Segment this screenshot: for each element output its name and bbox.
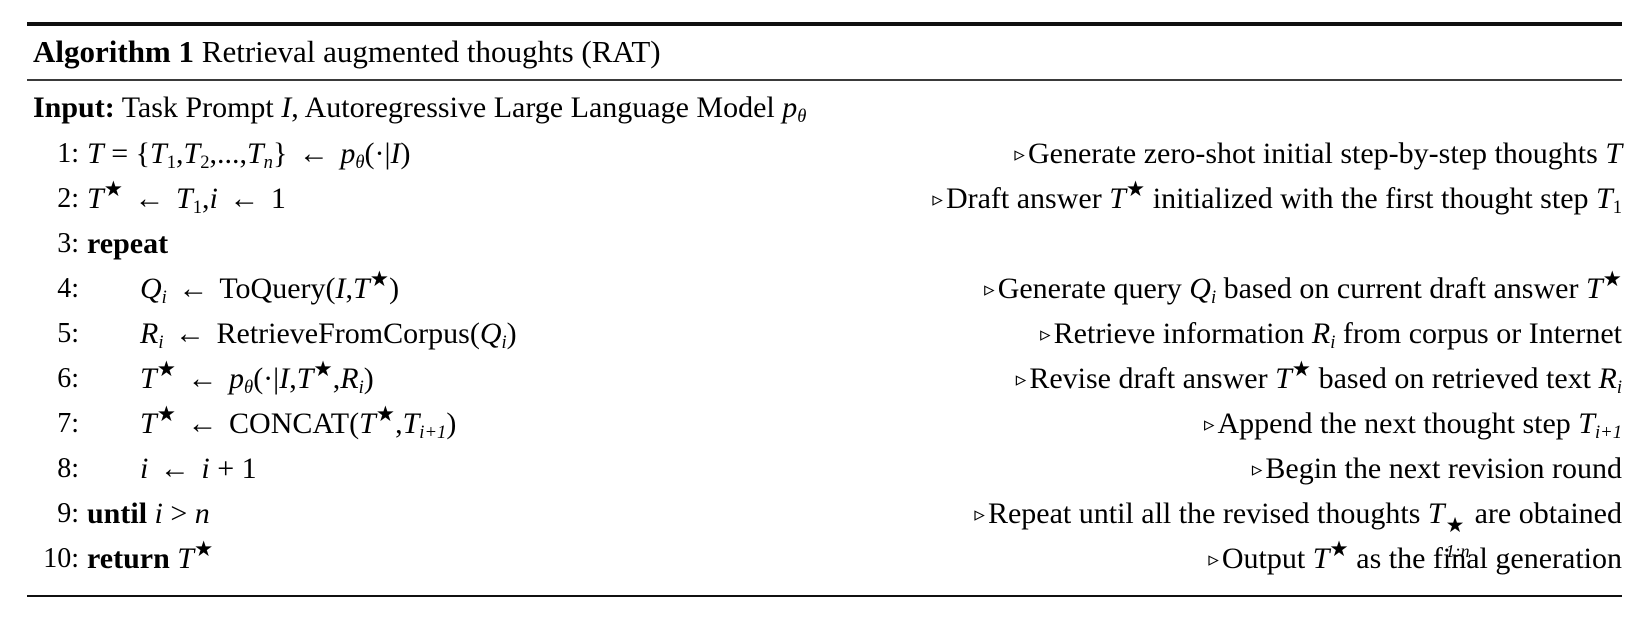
comment-triangle-icon: ▹ (974, 502, 985, 527)
comment-text: Generate query (997, 272, 1182, 305)
step-number: 4: (57, 273, 79, 304)
step-comment: ▹Repeat until all the revised thoughts T… (974, 497, 1622, 561)
step-number: 3: (57, 228, 79, 259)
input-var-p-subscript: θ (797, 106, 807, 128)
step-code: Ri ← RetrieveFromCorpus(Qi) (140, 317, 517, 354)
comment-text-b: based on current draft answer (1223, 272, 1579, 305)
step-comment: ▹Generate zero-shot initial step-by-step… (1014, 131, 1622, 177)
algorithm-step-1: 1: T = {T1,T2,...,Tn} ← pθ(·|I) ▹Generat… (27, 131, 1622, 176)
comment-text: Output (1221, 542, 1306, 575)
step-code: repeat (87, 221, 168, 266)
comment-text: Generate zero-shot initial step-by-step … (1027, 137, 1598, 170)
step-code: i ← i + 1 (140, 452, 257, 485)
step-comment: ▹Append the next thought step Ti+1 (1203, 407, 1622, 444)
step-code: return T★ (87, 537, 214, 575)
step-comment: ▹Begin the next revision round (1252, 446, 1622, 492)
comment-text: Repeat until all the revised thoughts (987, 497, 1421, 530)
comment-triangle-icon: ▹ (932, 187, 943, 212)
step-comment: ▹Output T★ as the final generation (1208, 537, 1622, 575)
step-number: 7: (57, 408, 79, 439)
algorithm-step-7: 7: T★ ← CONCAT(T★,Ti+1) ▹Append the next… (27, 401, 1622, 446)
algorithm-step-10: 10: return T★ ▹Output T★ as the final ge… (27, 536, 1622, 581)
algorithm-step-9: 9: until i > n ▹Repeat until all the rev… (27, 491, 1622, 561)
step-code: until i > n (87, 497, 210, 530)
input-keyword: Input: (33, 91, 115, 124)
step-code: T★ ← CONCAT(T★,Ti+1) (140, 402, 457, 444)
step-code: T★ ← pθ(·|I,T★,Ri) (140, 357, 374, 399)
algorithm-step-2: 2: T★ ← T1,i ← 1 ▹Draft answer T★ initia… (27, 176, 1622, 221)
step-code: Qi ← ToQuery(I,T★) (140, 267, 400, 309)
step-comment: ▹Revise draft answer T★ based on retriev… (1015, 357, 1622, 399)
input-var-p: p (782, 91, 798, 124)
algorithm-step-4: 4: Qi ← ToQuery(I,T★) ▹Generate query Qi… (27, 266, 1622, 311)
algorithm-step-6: 6: T★ ← pθ(·|I,T★,Ri) ▹Revise draft answ… (27, 356, 1622, 401)
step-number: 2: (57, 183, 79, 214)
step-comment: ▹Retrieve information Ri from corpus or … (1040, 317, 1622, 354)
comment-triangle-icon: ▹ (1014, 142, 1025, 167)
comment-var-T: T (1605, 137, 1622, 170)
comment-triangle-icon: ▹ (1251, 457, 1263, 482)
input-line: Input: Task Prompt I, Autoregressive Lar… (27, 86, 1622, 129)
input-var-I: I (281, 91, 292, 124)
algorithm-body: Input: Task Prompt I, Autoregressive Lar… (27, 81, 1622, 581)
algorithm-steps: 1: T = {T1,T2,...,Tn} ← pθ(·|I) ▹Generat… (27, 131, 1622, 581)
step-code: T★ ← T1,i ← 1 (87, 177, 286, 219)
rule-top (27, 22, 1622, 26)
comment-text-b: from corpus or Internet (1342, 317, 1622, 350)
comment-text-b: initialized with the first thought step (1152, 182, 1589, 215)
comment-text-b: based on retrieved text (1318, 362, 1591, 395)
comment-text: Begin the next revision round (1265, 452, 1622, 485)
algorithm-block: Algorithm 1 Retrieval augmented thoughts… (27, 22, 1622, 597)
algorithm-title: Retrieval augmented thoughts (RAT) (201, 34, 661, 69)
comment-triangle-icon: ▹ (1015, 367, 1027, 392)
input-text-before: Task Prompt (121, 91, 274, 124)
algorithm-step-8: 8: i ← i + 1 ▹Begin the next revision ro… (27, 446, 1622, 491)
step-number: 9: (57, 498, 79, 529)
algorithm-caption: Algorithm 1 Retrieval augmented thoughts… (27, 26, 1622, 79)
algorithm-label: Algorithm 1 (33, 34, 195, 69)
keyword-return: return (87, 542, 170, 575)
comment-text-b: as the final generation (1356, 542, 1622, 575)
comment-triangle-icon: ▹ (984, 277, 995, 302)
comment-triangle-icon: ▹ (1040, 322, 1051, 347)
keyword-until: until (87, 497, 148, 530)
keyword-repeat: repeat (87, 227, 169, 260)
input-text-middle: , Autoregressive Large Language Model (291, 91, 775, 124)
algorithm-step-5: 5: Ri ← RetrieveFromCorpus(Qi) ▹Retrieve… (27, 311, 1622, 356)
step-number: 1: (57, 138, 79, 169)
step-number: 5: (57, 318, 79, 349)
step-comment: ▹Draft answer T★ initialized with the fi… (932, 177, 1622, 219)
comment-triangle-icon: ▹ (1203, 412, 1215, 437)
comment-text: Draft answer (945, 182, 1102, 215)
comment-triangle-icon: ▹ (1208, 547, 1219, 572)
step-number: 6: (57, 363, 79, 394)
comment-text: Append the next thought step (1217, 407, 1571, 440)
algorithm-step-3: 3: repeat (27, 221, 1622, 266)
comment-text-b: are obtained (1474, 497, 1622, 530)
comment-text: Retrieve information (1053, 317, 1305, 350)
step-comment: ▹Generate query Qi based on current draf… (984, 267, 1622, 309)
rule-mid (27, 79, 1622, 81)
step-number: 10: (43, 543, 79, 574)
comment-text: Revise draft answer (1029, 362, 1268, 395)
step-number: 8: (57, 453, 79, 484)
step-code: T = {T1,T2,...,Tn} ← pθ(·|I) (87, 137, 411, 174)
rule-bottom (27, 595, 1622, 597)
